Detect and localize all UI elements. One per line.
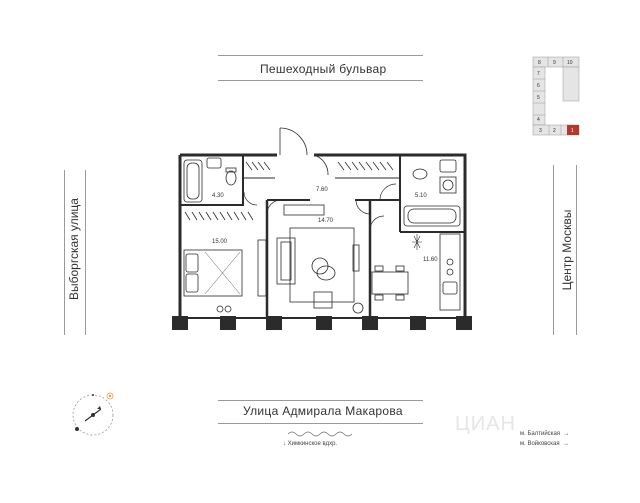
right-arrow-icon: →: [561, 441, 569, 447]
watermark-logo: ЦИАН: [455, 413, 516, 435]
section-num-1: 1: [571, 128, 574, 134]
armchair: [313, 291, 333, 309]
bathtub-1: [183, 159, 203, 203]
dining-table: [371, 271, 409, 295]
metro-line-2: м. Войковская →: [520, 441, 569, 447]
outer-wall: [178, 153, 467, 318]
bottom-street-label: Улица Адмирала Макарова: [243, 404, 403, 418]
metro-line-1: м. Балтийская →: [520, 431, 569, 437]
top-street-line-lower: [218, 80, 423, 81]
shelf: [283, 204, 325, 216]
door-living: [355, 199, 371, 215]
wardrobe: [257, 239, 267, 297]
area-bathroom-1: 4.30: [212, 193, 224, 199]
area-bedroom: 15.00: [212, 239, 228, 245]
section-plan: 8 9 10 7 6 5 4 3 2 1: [532, 56, 580, 136]
left-street-label: Выборгская улица: [67, 198, 81, 300]
door-bedroom: [266, 199, 282, 215]
right-street-line-b: [576, 165, 577, 335]
bed: [183, 249, 243, 297]
left-street-line-a: [64, 170, 65, 335]
bottom-street-line-upper: [218, 400, 423, 401]
kitchen-counter: [439, 233, 461, 311]
star-icon: [412, 234, 422, 250]
down-arrow-icon: ↓: [283, 441, 286, 447]
window-2: [220, 316, 236, 330]
sofa: [276, 237, 296, 285]
wave-icon: [288, 431, 353, 437]
section-num-5: 5: [537, 95, 540, 101]
bottom-street-line-lower: [218, 423, 423, 424]
area-hall: 7.60: [316, 187, 328, 193]
area-living: 14.70: [318, 218, 334, 224]
section-num-7: 7: [537, 71, 540, 77]
washer: [439, 176, 457, 194]
section-num-4: 4: [537, 117, 540, 123]
section-num-8: 8: [538, 60, 541, 66]
bathtub-2: [403, 205, 461, 227]
toilet-2: [412, 168, 428, 180]
door-bath2: [379, 183, 397, 201]
top-street-label: Пешеходный бульвар: [260, 62, 387, 76]
window-4: [316, 316, 332, 330]
window-6: [410, 316, 426, 330]
top-street-line-upper: [218, 55, 423, 56]
compass-icon: [72, 392, 114, 436]
section-num-10: 10: [567, 60, 573, 66]
reservoir-label: ↓ Химкинское вдхр.: [283, 441, 337, 447]
entry-door: [279, 127, 329, 176]
toilet-1: [225, 170, 237, 186]
tv-stand: [352, 244, 360, 272]
window-5: [362, 316, 378, 330]
door-bath1: [243, 191, 258, 206]
metro-1-text: м. Балтийская: [520, 431, 561, 437]
section-num-6: 6: [537, 83, 540, 89]
section-num-2: 2: [553, 128, 556, 134]
door-kitchen: [369, 215, 385, 231]
reservoir-text: Химкинское вдхр.: [287, 441, 338, 447]
plant: [352, 302, 364, 314]
coffee-table: [311, 257, 329, 275]
area-bathroom-2: 5.10: [415, 193, 427, 199]
section-num-9: 9: [553, 60, 556, 66]
sink-1: [206, 157, 222, 169]
sink-2: [439, 159, 457, 173]
right-arrow-icon: →: [561, 431, 570, 437]
left-street-line-b: [85, 170, 86, 335]
rug: [289, 227, 355, 303]
section-num-3: 3: [539, 128, 542, 134]
section-highlight: [567, 125, 579, 135]
window-3: [266, 316, 282, 330]
right-street-label: Центр Москвы: [560, 209, 574, 291]
window-7: [456, 316, 472, 330]
right-street-line-a: [553, 165, 554, 335]
metro-2-text: м. Войковская: [520, 441, 560, 447]
closet-hatch: [184, 161, 394, 221]
window-1: [172, 316, 188, 330]
area-kitchen: 11.60: [423, 257, 438, 263]
